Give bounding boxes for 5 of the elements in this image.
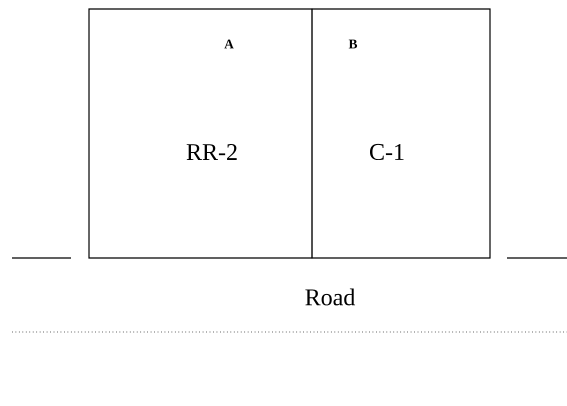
zoning-code: C-1 (370, 144, 404, 160)
parcel-letter: A (224, 40, 234, 48)
road-label: Road (305, 288, 356, 306)
zoning-code: RR-2 (186, 144, 237, 160)
parcel-letter: B (348, 40, 358, 48)
